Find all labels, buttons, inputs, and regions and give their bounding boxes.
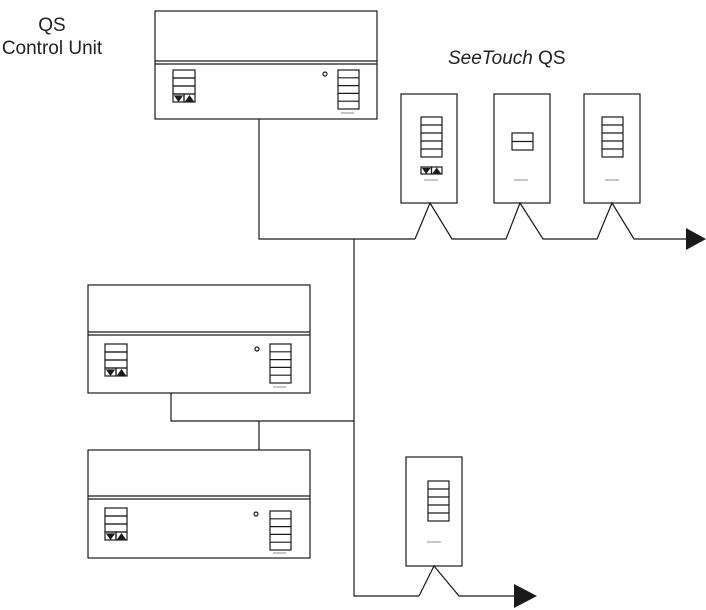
seetouch-keypad-3: [583, 93, 641, 204]
control-unit-top-left-buttons: [172, 69, 196, 103]
qs-control-unit-label: QS Control Unit: [0, 14, 104, 60]
seetouch-label-suffix: QS: [532, 48, 566, 69]
wiring-lines: [170, 119, 686, 597]
arrow-right-icon: [514, 584, 537, 608]
control-unit-top-right-buttons: [337, 69, 360, 114]
control-unit-middle: [87, 284, 311, 394]
control-unit-bottom-right-buttons: [269, 510, 292, 554]
arrow-right-icon: [686, 228, 706, 250]
qs-control-unit-label-line1: QS: [38, 15, 66, 36]
status-led-icon: [322, 71, 328, 77]
status-led-icon: [254, 346, 260, 352]
status-led-icon: [253, 511, 259, 517]
seetouch-label-italic: SeeTouch: [448, 48, 533, 69]
seetouch-keypad-2: [493, 93, 551, 204]
control-unit-middle-right-buttons: [269, 343, 292, 388]
seetouch-keypad-4: [405, 456, 463, 567]
control-unit-bottom-left-buttons: [104, 507, 128, 541]
control-unit-bottom: [87, 449, 311, 559]
control-unit-top: [154, 10, 378, 120]
qs-control-unit-label-line2: Control Unit: [1, 38, 103, 59]
seetouch-qs-label: SeeTouch QS: [448, 47, 566, 70]
control-unit-middle-left-buttons: [104, 343, 128, 377]
seetouch-keypad-1: [400, 93, 458, 204]
